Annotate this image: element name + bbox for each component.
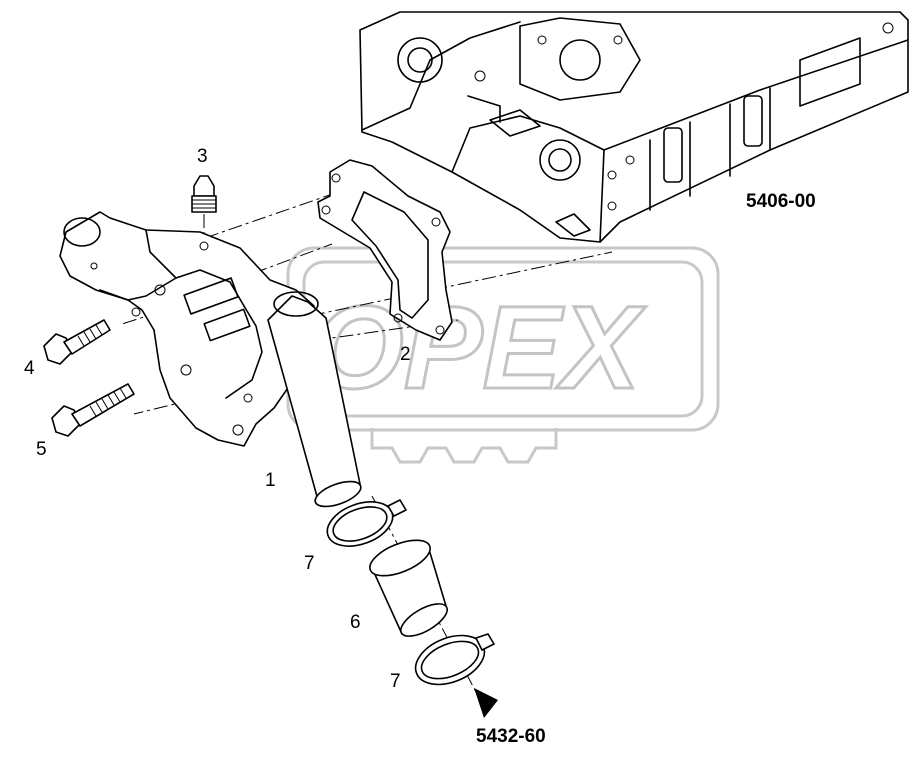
watermark-logo-text: OPEX	[312, 282, 646, 414]
part-clamp-lower	[414, 633, 495, 686]
part-sensor	[191, 175, 217, 213]
continuation-arrow-icon	[474, 688, 498, 718]
callout-part-6: 6	[350, 612, 361, 633]
callout-part-7-lower: 7	[390, 671, 401, 692]
part-bolt-short	[43, 319, 111, 365]
part-bolt-long	[51, 383, 135, 437]
part-hose	[369, 539, 448, 637]
continuation-reference-label: 5432-60	[476, 726, 546, 747]
part-clamp-upper	[326, 499, 407, 547]
part-gasket	[317, 159, 453, 341]
watermark: OPEX	[286, 246, 720, 464]
engine-block-reference-label: 5406-00	[746, 191, 816, 212]
callout-part-3: 3	[197, 146, 208, 167]
callout-part-7-upper: 7	[304, 553, 315, 574]
callout-part-4: 4	[24, 358, 35, 379]
callout-part-5: 5	[36, 439, 47, 460]
callout-part-1: 1	[265, 470, 276, 491]
callout-part-2: 2	[400, 344, 411, 365]
watermark-gear	[370, 428, 558, 464]
engine-block	[359, 11, 909, 243]
part-pump-housing	[59, 211, 362, 508]
